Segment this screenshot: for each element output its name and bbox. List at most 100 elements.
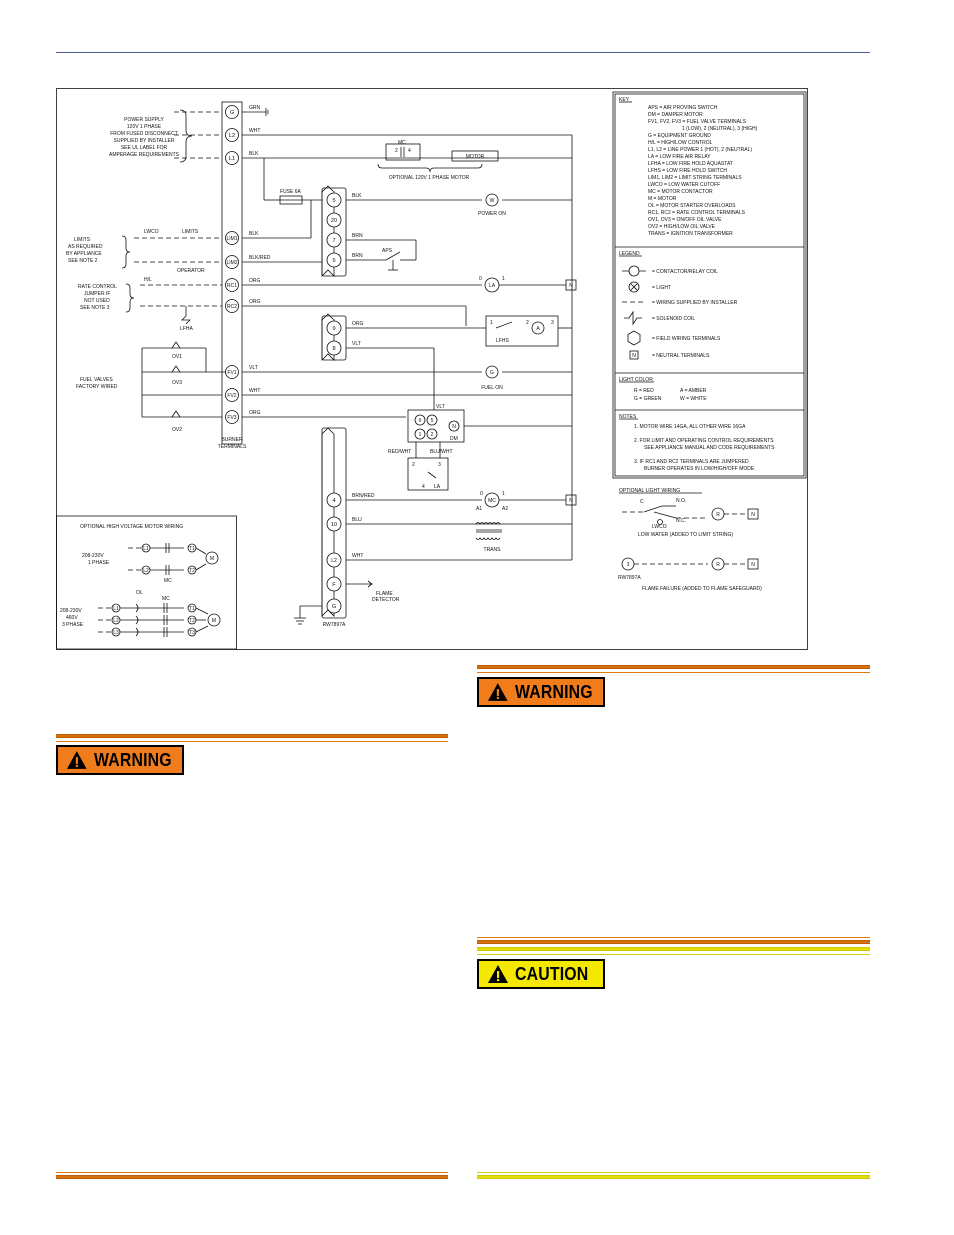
burner-terminals: G L2 L1 LIM1 LIM2 RC1 RC2 FV1 FV2 FV3 bbox=[225, 105, 239, 424]
svg-text:208-230V: 208-230V bbox=[60, 608, 82, 614]
svg-text:MC: MC bbox=[488, 498, 496, 504]
svg-text:N: N bbox=[751, 512, 755, 518]
svg-text:VLT: VLT bbox=[249, 365, 258, 371]
warning-rule-right bbox=[477, 672, 870, 673]
svg-text:= FIELD WIRING TERMINALS: = FIELD WIRING TERMINALS bbox=[652, 336, 721, 342]
svg-text:SEE NOTE 2: SEE NOTE 2 bbox=[68, 258, 98, 264]
lfhs-switch bbox=[485, 315, 559, 347]
svg-text:L2: L2 bbox=[113, 618, 119, 624]
warning-top-bar-left bbox=[56, 734, 448, 738]
svg-text:4: 4 bbox=[422, 484, 425, 490]
svg-text:RC2: RC2 bbox=[227, 304, 237, 310]
svg-text:N.O.: N.O. bbox=[676, 498, 686, 504]
svg-text:SEE NOTE 3: SEE NOTE 3 bbox=[80, 305, 110, 311]
svg-text:0: 0 bbox=[480, 491, 483, 497]
warning-badge-left: WARNING bbox=[56, 745, 184, 775]
svg-text:M: M bbox=[210, 556, 214, 562]
key-panel: KEY APS = AIR PROVING SWITCH DM = DAMPER… bbox=[612, 91, 807, 479]
svg-text:LFHS = LOW FIRE HOLD SWITCH: LFHS = LOW FIRE HOLD SWITCH bbox=[648, 168, 727, 174]
svg-text:G: G bbox=[230, 110, 234, 116]
svg-text:FLAME FAILURE (ADDED TO FLAME: FLAME FAILURE (ADDED TO FLAME SAFEGUARD) bbox=[642, 586, 762, 592]
svg-text:L2: L2 bbox=[143, 568, 149, 574]
svg-text:A: A bbox=[536, 326, 540, 332]
svg-text:LWCO: LWCO bbox=[144, 229, 159, 235]
svg-text:KEY: KEY bbox=[619, 97, 630, 103]
svg-text:FV1, FV2, FV3 = FUEL VALVE TER: FV1, FV2, FV3 = FUEL VALVE TERMINALS bbox=[648, 119, 747, 125]
svg-text:N.C.: N.C. bbox=[676, 518, 686, 524]
svg-text:W = WHITE: W = WHITE bbox=[680, 396, 707, 402]
svg-text:RATE CONTROL: RATE CONTROL bbox=[78, 284, 117, 290]
svg-text:JUMPER IF: JUMPER IF bbox=[84, 291, 110, 297]
svg-text:BLK: BLK bbox=[249, 151, 259, 157]
svg-text:5: 5 bbox=[431, 418, 434, 424]
rate-control-circuit: RATE CONTROL JUMPER IF NOT USED SEE NOTE… bbox=[78, 277, 222, 332]
warning-rule-left bbox=[56, 741, 448, 742]
caution-bottom-bar bbox=[477, 1175, 870, 1179]
svg-text:MC: MC bbox=[162, 596, 170, 602]
svg-text:3. IF RC1 AND RC2 TERMINALS AR: 3. IF RC1 AND RC2 TERMINALS ARE JUMPERED bbox=[634, 459, 749, 465]
svg-text:1: 1 bbox=[419, 432, 422, 438]
svg-text:WHT: WHT bbox=[249, 128, 260, 134]
svg-text:OL: OL bbox=[136, 590, 143, 596]
caution-label: CAUTION bbox=[515, 963, 589, 984]
svg-text:460V: 460V bbox=[66, 615, 78, 621]
svg-text:SEE APPLIANCE MANUAL AND CODE: SEE APPLIANCE MANUAL AND CODE REQUIREMEN… bbox=[644, 445, 775, 451]
svg-text:= CONTACTOR/RELAY COIL: = CONTACTOR/RELAY COIL bbox=[652, 269, 718, 275]
svg-text:RC1: RC1 bbox=[227, 283, 237, 289]
svg-text:POWER ON: POWER ON bbox=[478, 211, 506, 217]
svg-text:TRANS: TRANS bbox=[484, 547, 502, 553]
svg-text:OL = MOTOR STARTER OVERLOADS: OL = MOTOR STARTER OVERLOADS bbox=[648, 203, 736, 209]
svg-text:= SOLENOID COIL: = SOLENOID COIL bbox=[652, 316, 695, 322]
svg-text:OV1, OV3 = ON/OFF OIL VALVE: OV1, OV3 = ON/OFF OIL VALVE bbox=[648, 217, 722, 223]
svg-text:LIMITS: LIMITS bbox=[182, 229, 199, 235]
lower-connector-block bbox=[321, 427, 347, 619]
caution-rule bbox=[477, 954, 870, 955]
svg-text:POWER SUPPLY: POWER SUPPLY bbox=[124, 117, 164, 123]
svg-text:DM = DAMPER MOTOR: DM = DAMPER MOTOR bbox=[648, 112, 703, 118]
svg-text:GRN: GRN bbox=[249, 105, 261, 111]
svg-text:APS: APS bbox=[382, 248, 393, 254]
svg-text:BRN: BRN bbox=[352, 233, 363, 239]
svg-text:FUEL VALVES: FUEL VALVES bbox=[80, 377, 113, 383]
svg-text:FACTORY WIRED: FACTORY WIRED bbox=[76, 384, 118, 390]
svg-text:N: N bbox=[751, 562, 755, 568]
svg-text:1 (LOW), 2 (NEUTRAL), 3 (HIGH): 1 (LOW), 2 (NEUTRAL), 3 (HIGH) bbox=[682, 126, 758, 132]
svg-text:BY APPLIANCE: BY APPLIANCE bbox=[66, 251, 102, 257]
svg-text:LWCO: LWCO bbox=[652, 524, 667, 530]
svg-text:1. MOTOR WIRE 14GA, ALL OTHER: 1. MOTOR WIRE 14GA, ALL OTHER WIRE 16GA bbox=[634, 424, 746, 430]
svg-text:F: F bbox=[332, 582, 336, 588]
burner-terminal-strip bbox=[221, 101, 243, 445]
svg-text:LIM2: LIM2 bbox=[226, 260, 237, 266]
svg-text:FUEL ON: FUEL ON bbox=[481, 385, 503, 391]
svg-text:L3: L3 bbox=[113, 630, 119, 636]
svg-text:LOW WATER (ADDED TO LIMIT STRI: LOW WATER (ADDED TO LIMIT STRING) bbox=[638, 532, 733, 538]
high-voltage-motor-wiring: OPTIONAL HIGH VOLTAGE MOTOR WIRING 208-2… bbox=[56, 515, 237, 650]
caution-top-bar bbox=[477, 947, 870, 951]
fuel-valves: FUEL VALVES FACTORY WIRED OV1 OV3 OV2 bbox=[76, 341, 226, 433]
svg-text:OV3: OV3 bbox=[172, 380, 182, 386]
svg-text:BRN/RED: BRN/RED bbox=[352, 493, 375, 499]
svg-text:BLU: BLU bbox=[352, 517, 362, 523]
svg-text:TERMINALS: TERMINALS bbox=[218, 444, 247, 450]
warning-label: WARNING bbox=[514, 681, 593, 702]
svg-text:T2: T2 bbox=[189, 618, 195, 624]
svg-text:FV3: FV3 bbox=[227, 415, 236, 421]
svg-text:OV2: OV2 bbox=[172, 427, 182, 433]
svg-text:MC = MOTOR CONTACTOR: MC = MOTOR CONTACTOR bbox=[648, 189, 713, 195]
svg-text:G: G bbox=[332, 604, 336, 610]
svg-text:FUSE 6A: FUSE 6A bbox=[280, 189, 302, 195]
svg-text:LIM1, LIM2 = LIMIT STRING TERM: LIM1, LIM2 = LIMIT STRING TERMINALS bbox=[648, 175, 742, 181]
svg-text:G = EQUIPMENT GROUND: G = EQUIPMENT GROUND bbox=[648, 133, 711, 139]
svg-text:TRANS = IGNITION TRANSFORMER: TRANS = IGNITION TRANSFORMER bbox=[648, 231, 733, 237]
svg-text:L1, L2 = LINE POWER 1 (HOT), 2: L1, L2 = LINE POWER 1 (HOT), 2 (NEUTRAL) bbox=[648, 147, 752, 153]
svg-text:LIGHT COLOR: LIGHT COLOR bbox=[619, 377, 653, 383]
svg-text:T1: T1 bbox=[189, 546, 195, 552]
svg-text:RED/WHT: RED/WHT bbox=[388, 449, 411, 455]
svg-text:L1: L1 bbox=[143, 546, 149, 552]
svg-text:LA: LA bbox=[489, 283, 496, 289]
svg-text:M: M bbox=[212, 618, 216, 624]
svg-text:G: G bbox=[490, 370, 494, 376]
svg-text:T1: T1 bbox=[189, 606, 195, 612]
svg-text:T3: T3 bbox=[189, 630, 195, 636]
svg-text:OV2 = HIGH/LOW OIL VALVE: OV2 = HIGH/LOW OIL VALVE bbox=[648, 224, 716, 230]
